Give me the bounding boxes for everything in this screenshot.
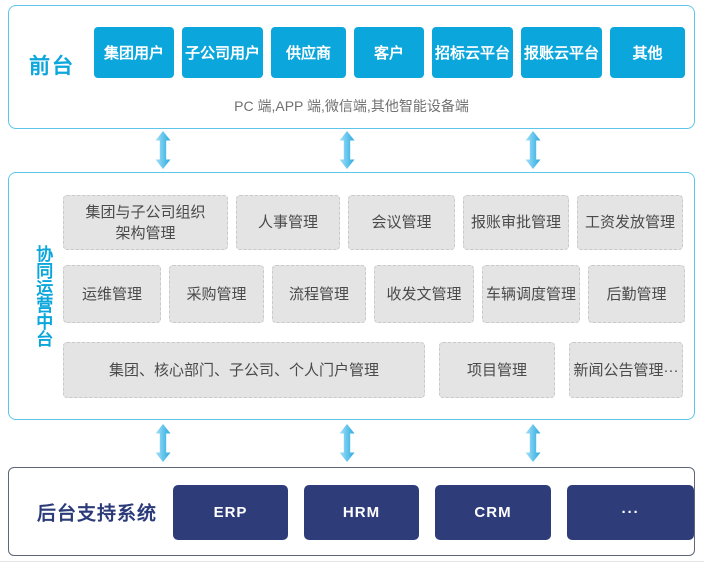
mid-box-hr: 人事管理 <box>236 195 340 250</box>
double-arrow-icon <box>339 424 355 462</box>
front-section: 前台 集团用户 子公司用户 供应商 客户 招标云平台 报账云平台 其他 PC 端… <box>8 5 695 129</box>
front-box-supplier: 供应商 <box>271 27 346 78</box>
backend-boxes-row: ERP HRM CRM ··· <box>173 485 694 540</box>
front-box-other: 其他 <box>610 27 685 78</box>
mid-box-ops-maintenance: 运维管理 <box>63 265 161 323</box>
mid-box-procurement: 采购管理 <box>169 265 264 323</box>
double-arrow-icon <box>155 131 171 169</box>
mid-box-reimbursement-approval: 报账审批管理 <box>463 195 569 250</box>
double-arrow-icon <box>339 131 355 169</box>
backend-section: 后台支持系统 ERP HRM CRM ··· <box>8 467 695 556</box>
front-boxes-row: 集团用户 子公司用户 供应商 客户 招标云平台 报账云平台 其他 <box>94 27 685 78</box>
front-subtitle: PC 端,APP 端,微信端,其他智能设备端 <box>234 98 469 114</box>
middle-platform-section: 协同运营中台 集团与子公司组织 架构管理 人事管理 会议管理 报账审批管理 工资… <box>8 172 695 420</box>
mid-box-logistics: 后勤管理 <box>588 265 685 323</box>
front-box-customer: 客户 <box>354 27 424 78</box>
mid-box-vehicle-dispatch: 车辆调度管理 <box>482 265 580 323</box>
front-box-subsidiary-users: 子公司用户 <box>182 27 263 78</box>
mid-box-workflow: 流程管理 <box>272 265 366 323</box>
middle-row-3: 集团、核心部门、子公司、个人门户管理 项目管理 新闻公告管理··· <box>63 342 683 398</box>
middle-content: 集团与子公司组织 架构管理 人事管理 会议管理 报账审批管理 工资发放管理 运维… <box>63 173 685 419</box>
double-arrow-icon <box>155 424 171 462</box>
mid-box-payroll: 工资发放管理 <box>577 195 683 250</box>
front-box-reimbursement-cloud: 报账云平台 <box>521 27 602 78</box>
front-section-label: 前台 <box>29 55 75 78</box>
backend-box-more: ··· <box>567 485 694 540</box>
mid-box-news-announcement: 新闻公告管理··· <box>569 342 683 398</box>
double-arrow-icon <box>525 424 541 462</box>
mid-box-project: 项目管理 <box>439 342 555 398</box>
front-box-group-users: 集团用户 <box>94 27 174 78</box>
backend-section-label: 后台支持系统 <box>37 503 158 524</box>
backend-box-hrm: HRM <box>304 485 419 540</box>
backend-box-crm: CRM <box>435 485 551 540</box>
middle-row-2: 运维管理 采购管理 流程管理 收发文管理 车辆调度管理 后勤管理 <box>63 265 685 323</box>
mid-box-portal-management: 集团、核心部门、子公司、个人门户管理 <box>63 342 425 398</box>
middle-row-1: 集团与子公司组织 架构管理 人事管理 会议管理 报账审批管理 工资发放管理 <box>63 195 683 250</box>
mid-box-meeting: 会议管理 <box>348 195 455 250</box>
double-arrow-icon <box>525 131 541 169</box>
middle-section-label: 协同运营中台 <box>33 245 53 347</box>
backend-box-erp: ERP <box>173 485 288 540</box>
mid-box-document-exchange: 收发文管理 <box>374 265 474 323</box>
mid-box-org-structure: 集团与子公司组织 架构管理 <box>63 195 228 250</box>
front-box-bidding-cloud: 招标云平台 <box>432 27 513 78</box>
